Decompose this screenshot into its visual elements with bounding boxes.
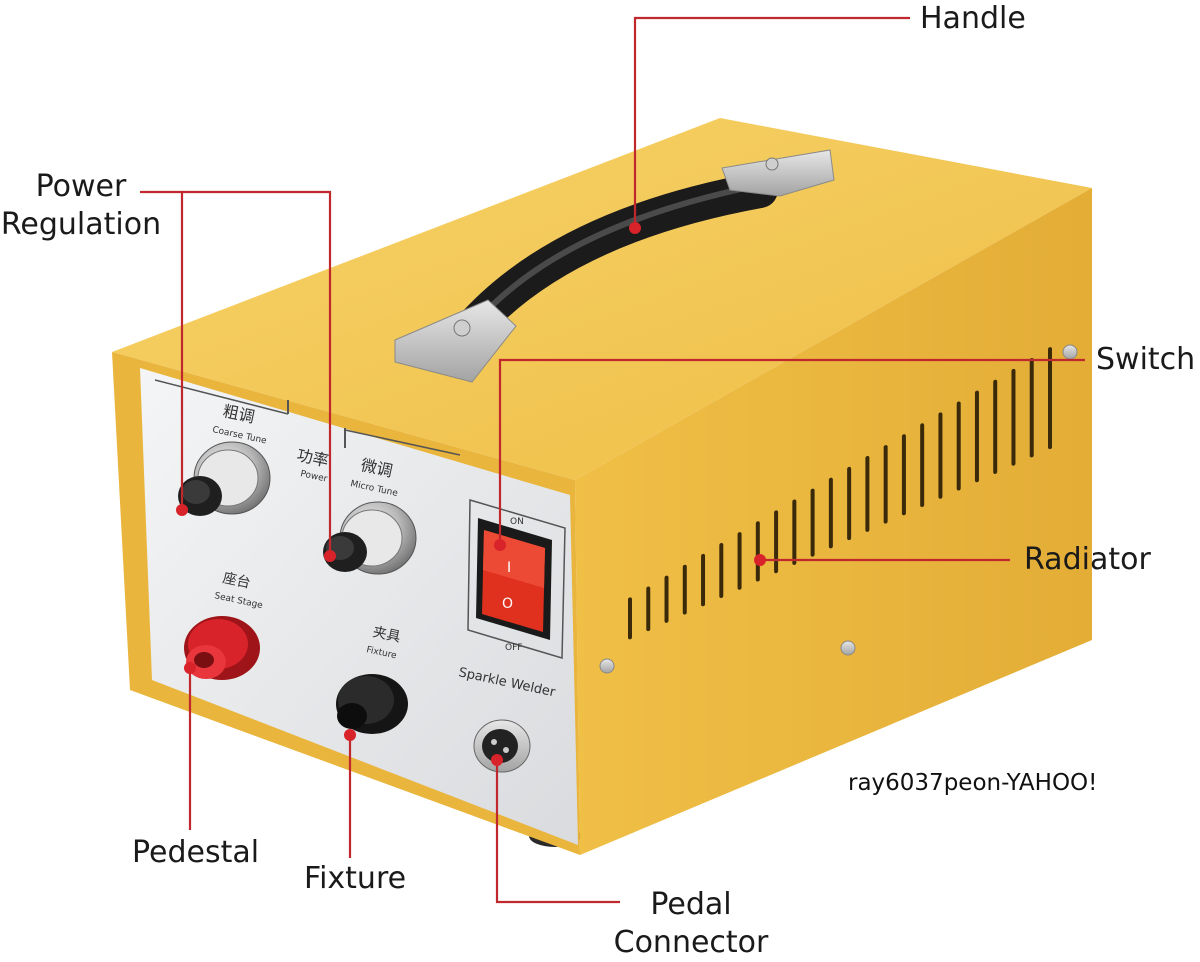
switch-on-label: ON bbox=[510, 517, 524, 527]
callout-power-line2: Regulation bbox=[0, 207, 162, 242]
switch-o-label: O bbox=[502, 596, 513, 612]
vent-slot bbox=[1048, 347, 1052, 450]
switch-off-label: OFF bbox=[505, 643, 522, 653]
callout-fixture: Fixture bbox=[304, 861, 407, 896]
dot-handle bbox=[629, 222, 641, 234]
vent-slot bbox=[701, 553, 706, 607]
vent-slot bbox=[865, 455, 870, 532]
vent-slot bbox=[737, 532, 742, 590]
fixture-terminal[interactable] bbox=[336, 674, 408, 734]
dot-coarse bbox=[176, 504, 188, 516]
callout-pedestal: Pedestal bbox=[132, 835, 260, 870]
vent-slot bbox=[810, 488, 815, 557]
vent-slot bbox=[774, 510, 779, 574]
vent-slot bbox=[1011, 368, 1016, 466]
vent-slot bbox=[993, 379, 998, 474]
screw-side-top bbox=[1062, 344, 1078, 360]
callout-switch: Switch bbox=[1096, 342, 1196, 377]
callout-handle: Handle bbox=[920, 1, 1026, 36]
case-top bbox=[112, 118, 1092, 480]
callout-pedal-line2: Connector bbox=[613, 925, 769, 960]
radiator-vents bbox=[628, 347, 1052, 640]
callout-radiator: Radiator bbox=[1024, 542, 1151, 577]
dot-pedestal bbox=[184, 662, 196, 674]
callout-power-line1: Power bbox=[35, 169, 127, 204]
vent-slot bbox=[719, 542, 724, 599]
vent-slot bbox=[920, 423, 925, 508]
vent-slot bbox=[847, 466, 852, 541]
callout-line-pedal bbox=[495, 760, 620, 904]
dot-radiator bbox=[754, 554, 766, 566]
callout-line-handle bbox=[633, 16, 910, 228]
callout-dots bbox=[176, 222, 766, 766]
vent-slot bbox=[792, 499, 797, 565]
micro-tune-knob[interactable] bbox=[323, 501, 417, 575]
pedestal-terminal[interactable] bbox=[184, 616, 260, 680]
vent-slot bbox=[901, 434, 906, 516]
handle bbox=[394, 149, 835, 383]
coarse-tune-knob[interactable] bbox=[178, 441, 271, 516]
screw-side-mid bbox=[840, 640, 856, 656]
label-fixture-cn: 夹具 bbox=[371, 624, 402, 645]
vent-slot bbox=[938, 412, 943, 499]
vent-slot bbox=[1029, 358, 1034, 458]
dot-switch bbox=[494, 539, 506, 551]
vent-slot bbox=[646, 586, 651, 632]
vent-slot bbox=[956, 401, 961, 491]
callout-line-power-micro bbox=[182, 190, 332, 556]
vent-slot bbox=[828, 477, 833, 549]
vent-slot bbox=[664, 575, 669, 623]
callout-lines bbox=[140, 16, 1085, 904]
callout-pedal-connector: Pedal Connector bbox=[596, 886, 786, 962]
switch-i-label: I bbox=[507, 560, 511, 576]
callout-pedal-line1: Pedal bbox=[650, 887, 732, 922]
screw-side-low bbox=[599, 658, 615, 674]
dot-micro bbox=[324, 550, 336, 562]
label-seat-cn: 座台 bbox=[221, 570, 252, 591]
case-side bbox=[575, 188, 1092, 855]
watermark-text: ray6037peon-YAHOO! bbox=[848, 770, 1098, 796]
vent-slot bbox=[755, 521, 760, 582]
vent-slot bbox=[682, 564, 687, 615]
vent-slot bbox=[883, 445, 888, 524]
vent-slot bbox=[628, 597, 632, 640]
callout-power-regulation: Power Regulation bbox=[0, 168, 162, 244]
callout-line-switch bbox=[498, 358, 1085, 545]
dot-pedal bbox=[491, 754, 503, 766]
pedal-connector-socket[interactable] bbox=[473, 719, 531, 773]
vent-slot bbox=[974, 390, 979, 483]
dot-fixture bbox=[344, 729, 356, 741]
